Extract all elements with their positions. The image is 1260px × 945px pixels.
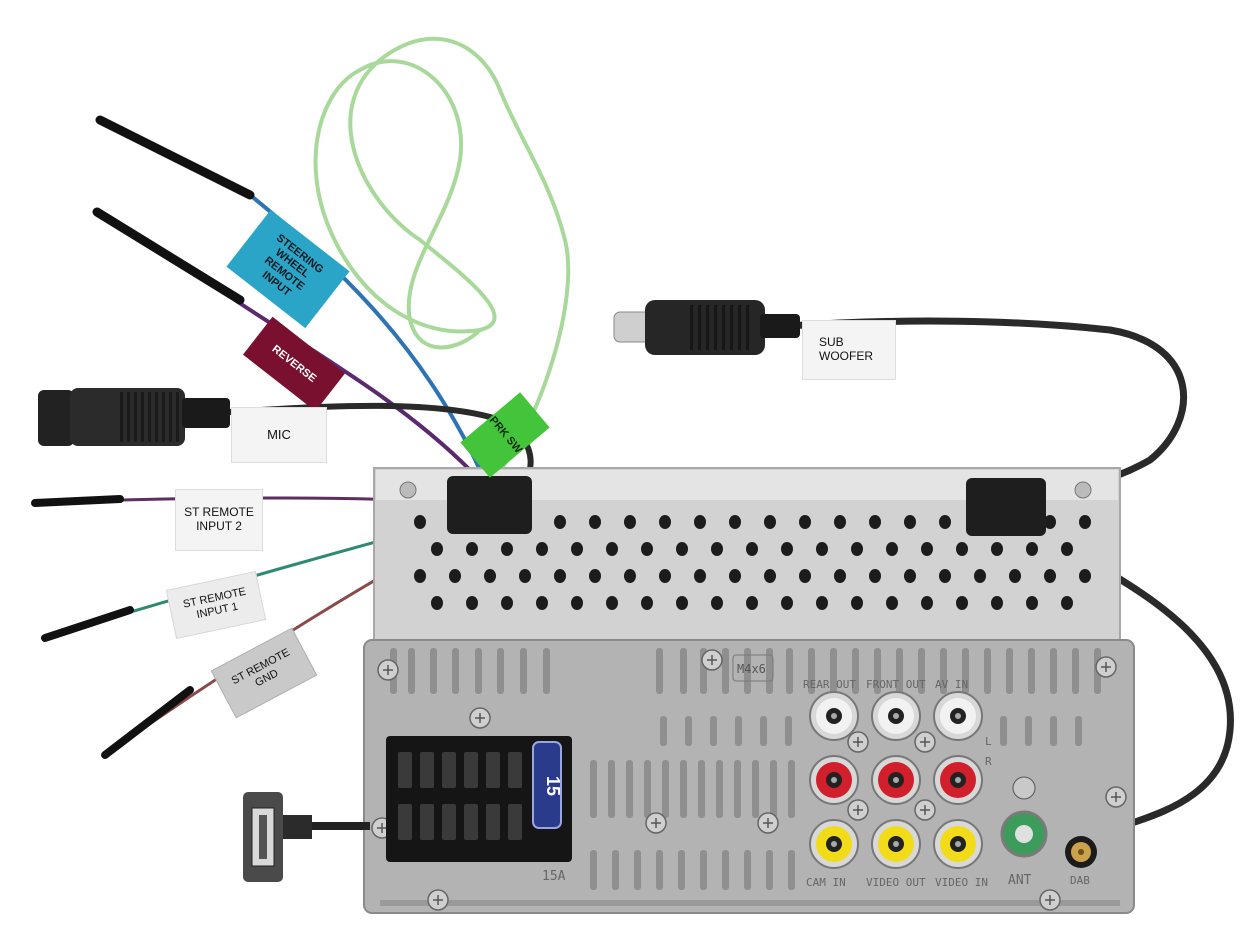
- steering-wire-end: [95, 115, 255, 200]
- av-in-marking: AV IN: [935, 678, 968, 691]
- st-remote-gnd-end: [101, 686, 194, 759]
- reverse-wire: [233, 298, 502, 507]
- ant-screw: [1012, 776, 1036, 800]
- mic-tag: MIC: [231, 407, 327, 463]
- st-remote-input-1-label: ST REMOTE INPUT 1: [182, 585, 248, 622]
- usb-connector: [243, 792, 370, 882]
- rca-jack: [809, 755, 859, 805]
- rca-jack: [933, 755, 983, 805]
- rca-jacks: [809, 691, 983, 869]
- video-out-marking: VIDEO OUT: [866, 876, 926, 889]
- st-remote-input-2-label: ST REMOTE INPUT 2: [184, 505, 254, 533]
- screw-size-marking: M4x6: [737, 662, 766, 676]
- mic-label: MIC: [267, 426, 291, 442]
- rca-jack: [871, 819, 921, 869]
- rca-jack: [809, 691, 859, 741]
- reverse-label: REVERSE: [269, 342, 319, 385]
- rear-out-marking: REAR OUT: [803, 678, 856, 691]
- st-remote-input-2-tag: ST REMOTE INPUT 2: [175, 489, 263, 551]
- fuse: [532, 741, 562, 829]
- right-cable-grommet: [966, 478, 1046, 536]
- reverse-wire-end: [92, 207, 245, 305]
- prk-sw-wire: [313, 36, 571, 472]
- front-out-marking: FRONT OUT: [866, 678, 926, 691]
- sub-woofer-plug: [613, 300, 800, 355]
- rca-jack: [933, 691, 983, 741]
- left-cable-grommet: [447, 476, 532, 534]
- st-remote-input2-end: [31, 495, 124, 507]
- fuse-value: 15: [543, 776, 563, 796]
- mic-jack: [38, 388, 230, 446]
- rca-jack: [933, 819, 983, 869]
- rear-panel: 15 15A M4x6 REAR OUT FRONT OUT AV IN L R…: [363, 639, 1135, 914]
- dab-marking: DAB: [1070, 874, 1090, 887]
- right-marking: R: [985, 755, 992, 768]
- rca-jack: [871, 691, 921, 741]
- prk-sw-label: PRK SW: [486, 414, 524, 456]
- fuse-rating-marking: 15A: [542, 869, 566, 884]
- ant-marking: ANT: [1008, 873, 1032, 888]
- video-in-marking: VIDEO IN: [935, 876, 988, 889]
- cooling-fins: [380, 648, 1120, 906]
- sub-woofer-tag: SUB WOOFER: [802, 320, 896, 380]
- chassis-cage: [373, 467, 1121, 647]
- rca-jack: [871, 755, 921, 805]
- left-marking: L: [985, 735, 992, 748]
- iso-connector: 15: [386, 736, 572, 862]
- st-remote-input1-end: [41, 606, 134, 642]
- sub-woofer-label: SUB WOOFER: [819, 335, 873, 363]
- vent-holes: [414, 515, 1091, 610]
- rca-jack: [809, 819, 859, 869]
- ant-connector: [1000, 810, 1048, 858]
- cam-in-marking: CAM IN: [806, 876, 846, 889]
- dab-connector: [1065, 836, 1097, 868]
